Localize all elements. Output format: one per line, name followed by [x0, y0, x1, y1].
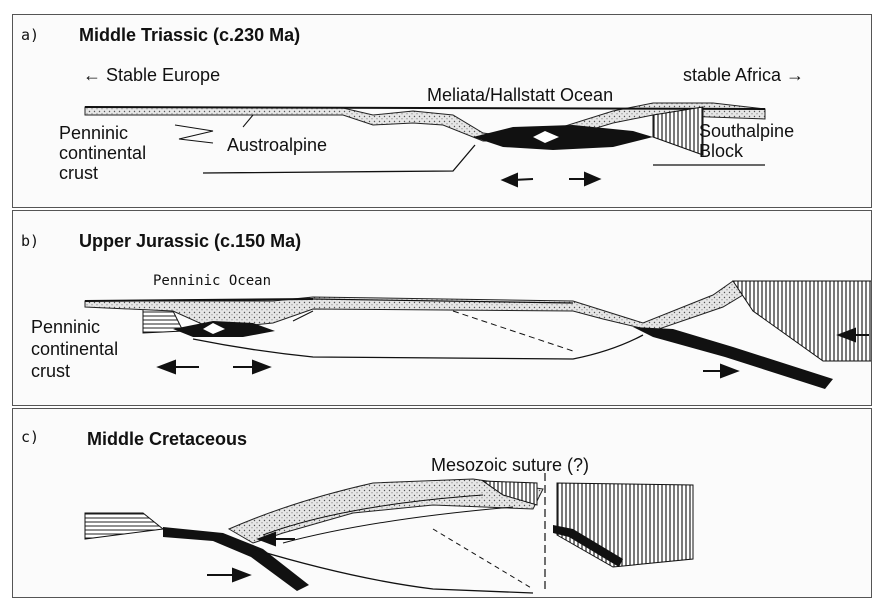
africa-hatch	[557, 483, 693, 567]
label-crust: crust	[59, 163, 98, 183]
oceanic-crust	[473, 125, 653, 150]
penninic-wedge	[175, 125, 213, 143]
spreading-arrows	[503, 173, 599, 186]
label-mesozoic-suture: Mesozoic suture (?)	[431, 455, 589, 475]
panel-upper-jurassic: b) Upper Jurassic (c.150 Ma) Penninic Oc…	[12, 210, 872, 406]
basement-outline	[193, 335, 643, 359]
panel-letter: b)	[21, 231, 39, 251]
label-continental: continental	[31, 339, 118, 359]
label-continental: continental	[59, 143, 146, 163]
label-austroalpine: Austroalpine	[227, 135, 327, 155]
label-penninic-ocean: Penninic Ocean	[153, 271, 271, 291]
southalpine-hatch	[653, 107, 703, 155]
label-block: Block	[699, 141, 743, 161]
internal-fault	[433, 529, 533, 589]
fault	[243, 115, 253, 127]
panel-title: Middle Cretaceous	[87, 429, 247, 449]
label-penninic: Penninic	[31, 317, 100, 337]
label-meliata-ocean: Meliata/Hallstatt Ocean	[427, 85, 613, 105]
penninic-margin-hatch	[85, 513, 163, 539]
label-crust: crust	[31, 361, 70, 381]
label-stable-africa: stable Africa →	[683, 65, 804, 85]
panel-title: Middle Triassic (c.230 Ma)	[79, 25, 300, 45]
spreading-arrows	[159, 329, 869, 377]
africa-hatch	[733, 281, 872, 361]
panel-letter: a)	[21, 25, 39, 45]
panel-middle-triassic: a) Middle Triassic (c.230 Ma) ← Stable E…	[12, 14, 872, 208]
label-penninic: Penninic	[59, 123, 128, 143]
label-southalpine: Southalpine	[699, 121, 794, 141]
internal-fault-1	[453, 311, 573, 351]
label-stable-europe: ← Stable Europe	[83, 65, 220, 85]
panel-title: Upper Jurassic (c.150 Ma)	[79, 231, 301, 251]
panel-middle-cretaceous: c) Middle Cretaceous Mesozoic suture (?)	[12, 408, 872, 598]
panel-letter: c)	[21, 427, 39, 447]
